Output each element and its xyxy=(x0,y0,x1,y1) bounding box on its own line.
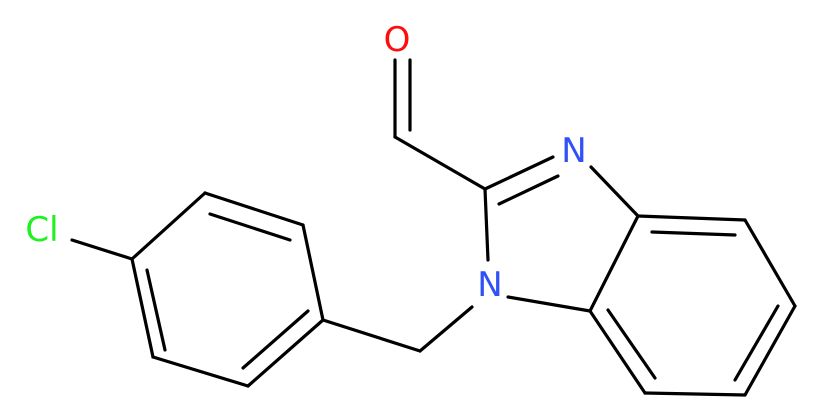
bond-ar-c2-c3-inner xyxy=(208,212,292,242)
bond-c7-c7a-inner xyxy=(606,308,657,380)
bond-lines xyxy=(70,58,797,397)
bond-ar-c6-c1-inner xyxy=(241,309,310,370)
bond-c3a-c4-inner xyxy=(650,230,737,237)
bond-aldehyde-to-c2 xyxy=(393,135,487,191)
bond-c6-c7 xyxy=(643,391,747,397)
bond-ar-c1-c2 xyxy=(301,223,325,322)
bond-aryl-chlorine xyxy=(70,238,134,261)
atom-label-ring-nitrogen: N xyxy=(477,265,502,305)
atom-labels: O N N Cl xyxy=(25,20,586,305)
bond-c4-c5 xyxy=(743,218,797,308)
bond-c7-c7a xyxy=(588,309,647,395)
bond-ar-c3-c4 xyxy=(130,191,207,261)
bond-c5-c6-inner xyxy=(733,304,780,382)
bond-c3a-c4 xyxy=(636,214,747,222)
bond-c2-n3-double-inner xyxy=(497,174,560,206)
bond-ar-c4-c5 xyxy=(130,257,155,359)
bond-n3-c3a xyxy=(589,165,640,218)
bond-c2-n1 xyxy=(483,187,490,262)
atom-label-chlorine: Cl xyxy=(25,210,58,250)
bond-ar-c6-c1 xyxy=(246,318,325,388)
bond-ar-c2-c3 xyxy=(203,191,305,227)
bond-ch2-aryl xyxy=(321,318,422,353)
bond-ar-c4-c5-inner xyxy=(145,268,167,352)
atom-label-imine-nitrogen: N xyxy=(561,131,586,171)
bond-c5-c6 xyxy=(743,304,797,397)
bond-n1-c7a xyxy=(506,295,592,313)
bond-ar-c5-c6 xyxy=(151,355,250,388)
bond-c2-n3-double-outer xyxy=(483,155,555,191)
bond-c3a-c7a xyxy=(588,214,640,313)
atom-label-oxygen: O xyxy=(384,20,411,60)
bond-n1-ch2 xyxy=(418,305,474,353)
